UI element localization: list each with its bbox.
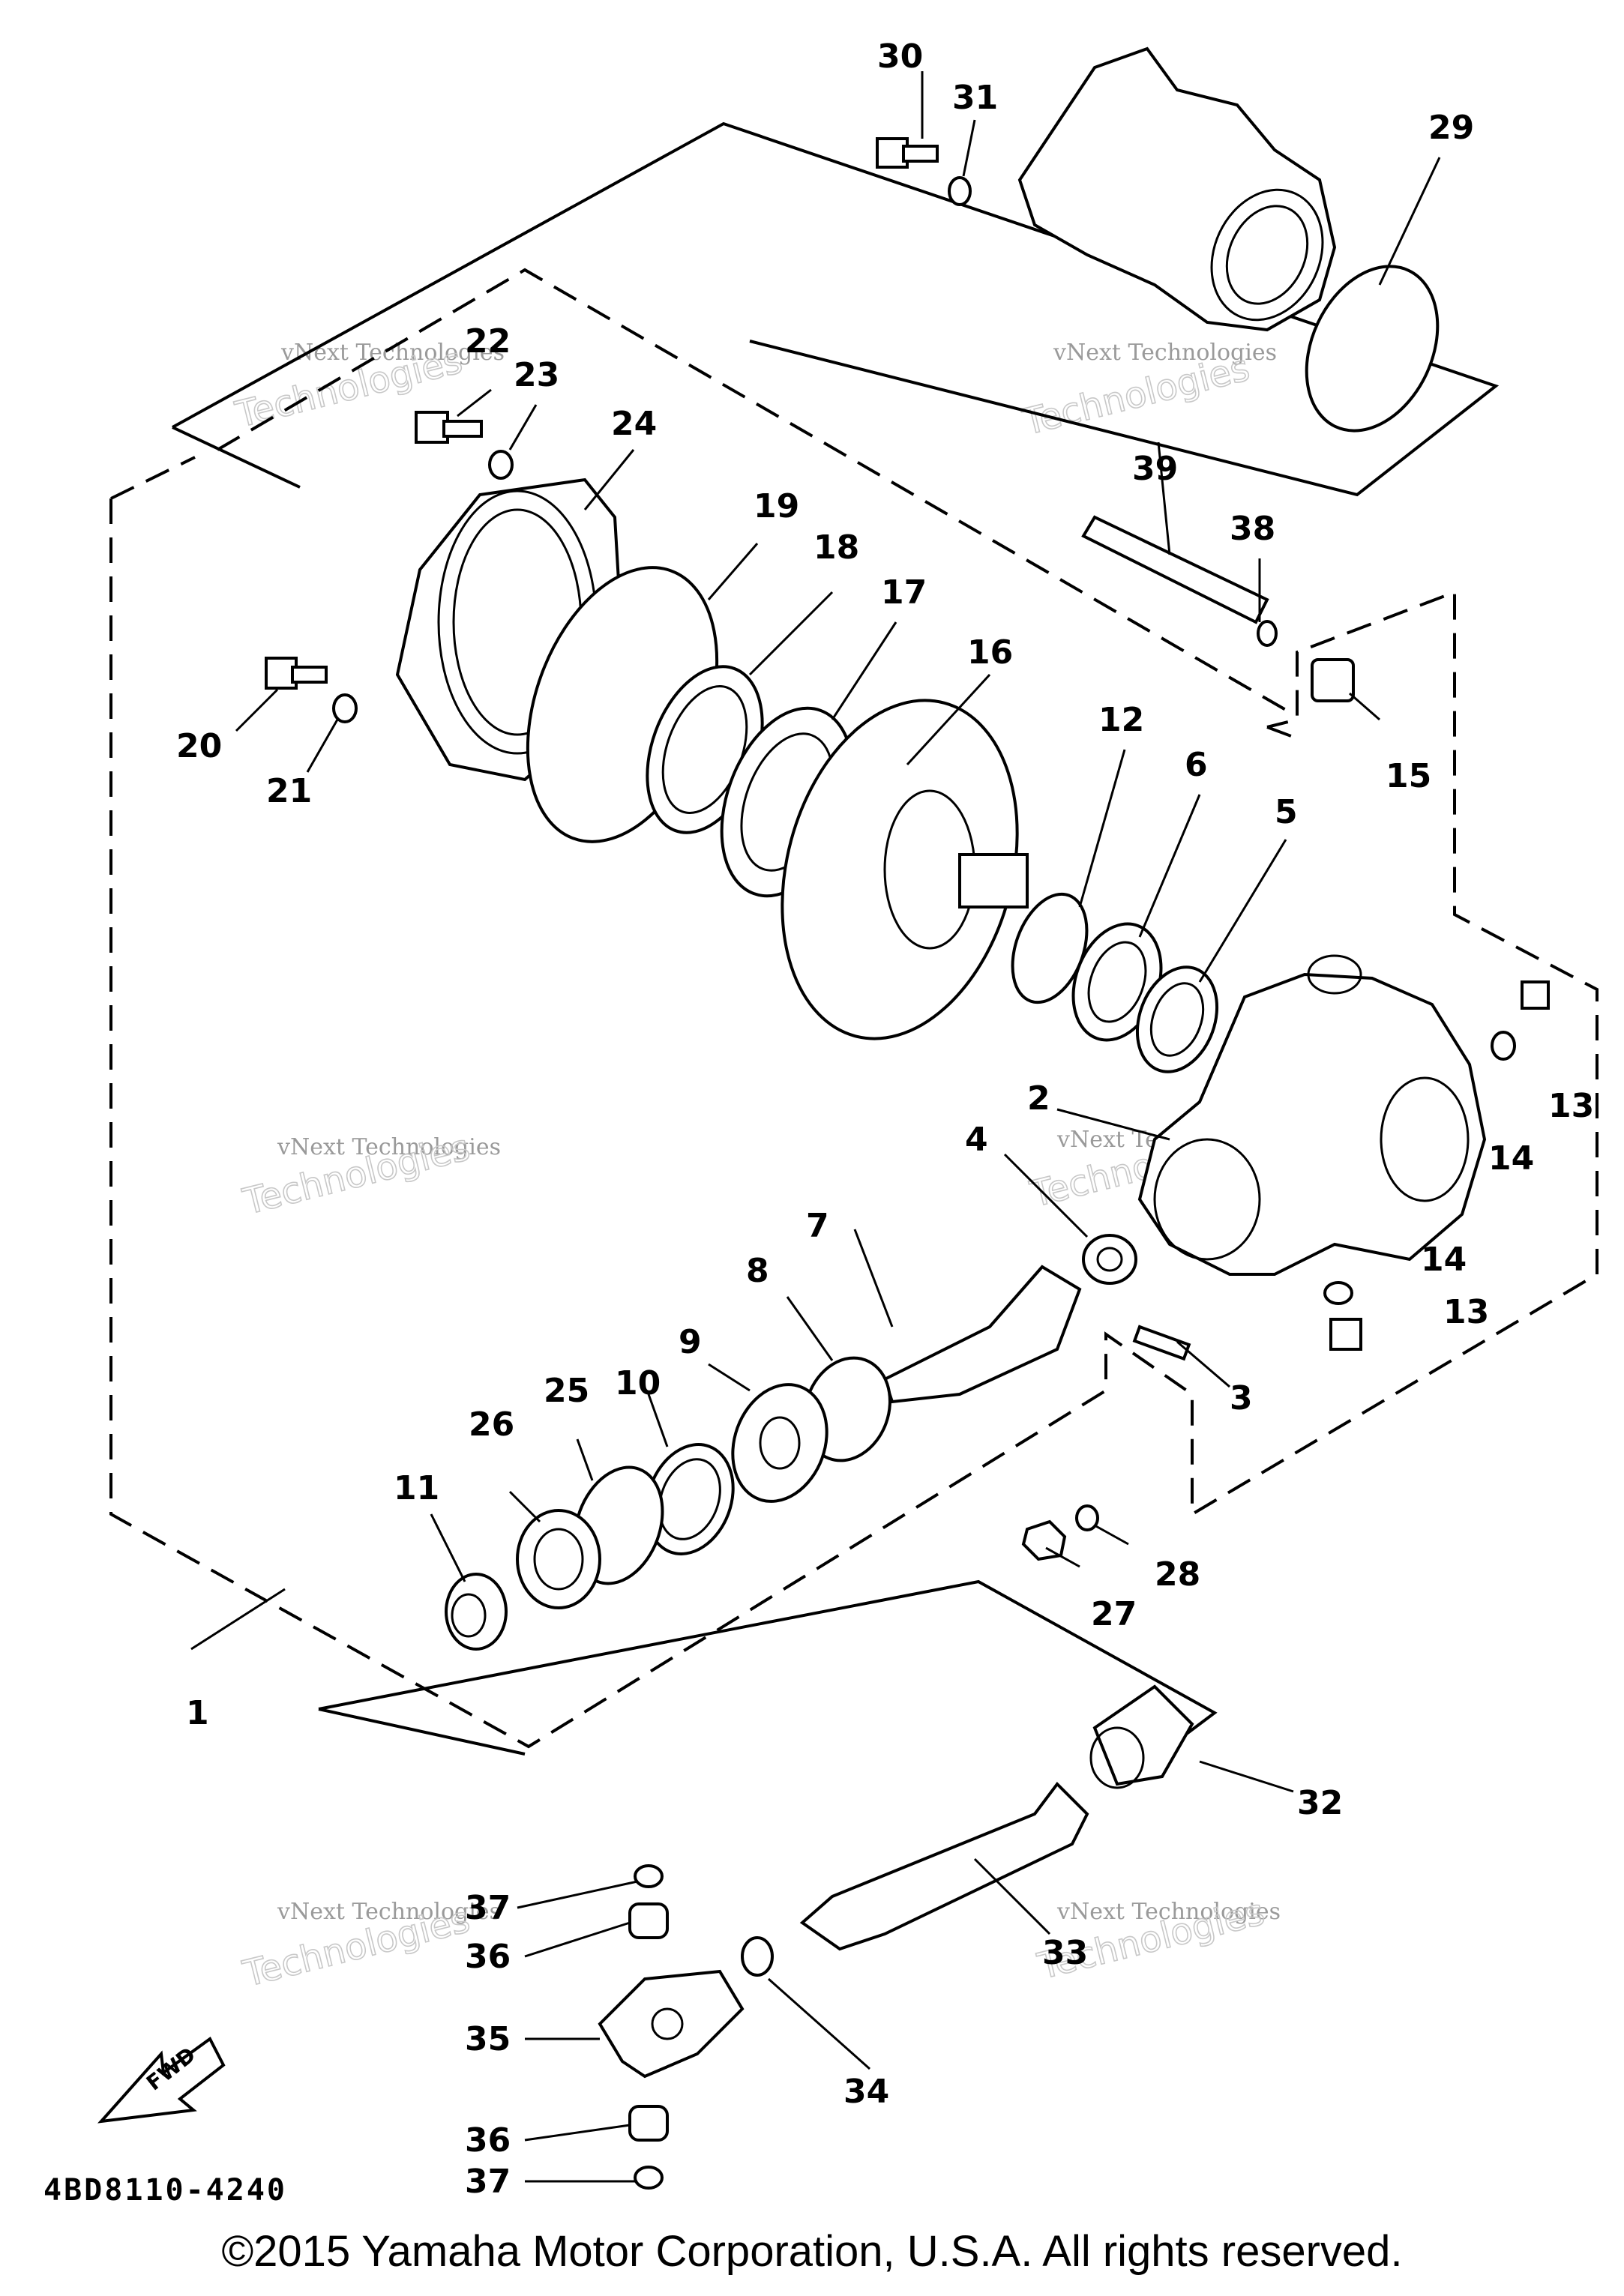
callout-label: 2: [1027, 1079, 1050, 1118]
diagram-code: 4BD8110-4240: [43, 2173, 287, 2208]
callout-label: 39: [1132, 450, 1178, 488]
gasket-part: [1305, 265, 1440, 433]
callout-label: 9: [679, 1323, 702, 1361]
callout-label: 24: [611, 405, 657, 443]
callout-label: 3: [1230, 1379, 1253, 1417]
washer-part: [488, 450, 514, 480]
pinion-shaft-part: [882, 1265, 1082, 1404]
callout-label: 38: [1230, 510, 1275, 548]
washer-part: [948, 176, 972, 206]
needle-bearing-part: [516, 1509, 601, 1609]
shaft-pin-part: [1081, 515, 1269, 624]
callout-label: 30: [877, 37, 923, 76]
callout-label: 29: [1428, 109, 1474, 147]
washer-part: [332, 693, 358, 723]
clip-part: [1257, 620, 1278, 647]
callout-label: 10: [615, 1364, 661, 1402]
callout-label: 28: [1155, 1555, 1200, 1594]
stud-part: [1132, 1325, 1191, 1361]
plug-part: [1329, 1318, 1362, 1351]
bolt-part: [415, 411, 483, 444]
circlip-part: [741, 1936, 774, 1977]
callout-label: 37: [465, 1889, 511, 1927]
callout-label: 23: [514, 356, 559, 394]
cap-part: [1311, 658, 1355, 702]
oil-seal-part: [445, 1573, 508, 1651]
callout-label: 18: [813, 528, 859, 567]
callout-label: 33: [1042, 1934, 1088, 1972]
callout-label: 6: [1185, 746, 1208, 784]
copyright-notice: ©2015 Yamaha Motor Corporation, U.S.A. A…: [221, 2227, 1403, 2276]
callout-label: 16: [967, 633, 1013, 672]
watermark-text: vNext Technologies: [1053, 340, 1277, 366]
plug-part: [1521, 980, 1550, 1010]
callout-label: 1: [186, 1694, 209, 1732]
callout-label: 35: [465, 2020, 511, 2058]
callout-label: 36: [465, 2121, 511, 2160]
callout-label: 27: [1091, 1595, 1137, 1633]
callout-label: 11: [394, 1469, 439, 1507]
callout-label: 20: [176, 727, 222, 765]
callout-label: 14: [1488, 1139, 1534, 1178]
cover-housing-part: [1017, 46, 1337, 332]
callout-label: 5: [1275, 793, 1298, 831]
callout-labels: 1 2 3 4 5 6 7 8 9 10 11 12 13 13 14 14 1…: [176, 37, 1594, 2201]
bearing-part: [1082, 1234, 1137, 1285]
clip-part: [634, 1864, 664, 1888]
bearing-part: [731, 1383, 828, 1503]
bolt-part: [876, 137, 939, 169]
ring-gear-part: [781, 699, 1029, 1040]
ring-nut-part: [645, 1443, 735, 1555]
callout-label: 34: [843, 2073, 889, 2111]
callout-label: 31: [952, 79, 998, 117]
callout-label: 7: [806, 1207, 829, 1245]
callout-label: 36: [465, 1938, 511, 1976]
callout-label: 32: [1297, 1784, 1343, 1822]
callout-label: 21: [266, 772, 312, 810]
callout-label: 15: [1386, 757, 1431, 795]
callout-label: 13: [1548, 1087, 1594, 1125]
bearing-cup-part: [628, 2105, 669, 2142]
callout-label: 12: [1098, 701, 1144, 739]
callout-label: 26: [469, 1405, 514, 1444]
callout-label: 25: [544, 1372, 589, 1410]
leader-lines: [190, 71, 1441, 2183]
assembly-outline: [109, 121, 1599, 1756]
watermark-text: vNext Technologies: [277, 1134, 501, 1160]
callout-label: 22: [465, 322, 511, 361]
nut-part: [1021, 1519, 1067, 1561]
callout-label: 4: [965, 1121, 988, 1159]
drive-shaft-part: [799, 1781, 1089, 1951]
watermark-text: vNext Technologies: [280, 340, 505, 366]
callout-label: 14: [1421, 1241, 1467, 1279]
callout-label: 17: [881, 573, 927, 612]
washer-part: [1323, 1281, 1353, 1305]
bearing-cup-part: [628, 1902, 669, 1939]
callout-label: 19: [754, 487, 799, 525]
bolt-part: [265, 657, 328, 690]
washer-part: [1075, 1504, 1099, 1531]
callout-label: 8: [746, 1252, 769, 1290]
clip-part: [634, 2166, 664, 2190]
watermark-text: vNext Technologies: [277, 1899, 501, 1925]
universal-joint-part: [598, 1969, 745, 2079]
callout-label: 13: [1443, 1293, 1489, 1331]
coupling-sleeve-part: [1089, 1684, 1194, 1789]
oil-seal-part: [1135, 965, 1219, 1073]
forward-arrow-icon: FWD: [97, 2037, 226, 2124]
watermark-text: vNext Technologies: [1056, 1899, 1281, 1925]
washer-part: [1491, 1031, 1516, 1061]
callout-label: 37: [465, 2163, 511, 2201]
differential-housing-part: [1137, 954, 1487, 1276]
